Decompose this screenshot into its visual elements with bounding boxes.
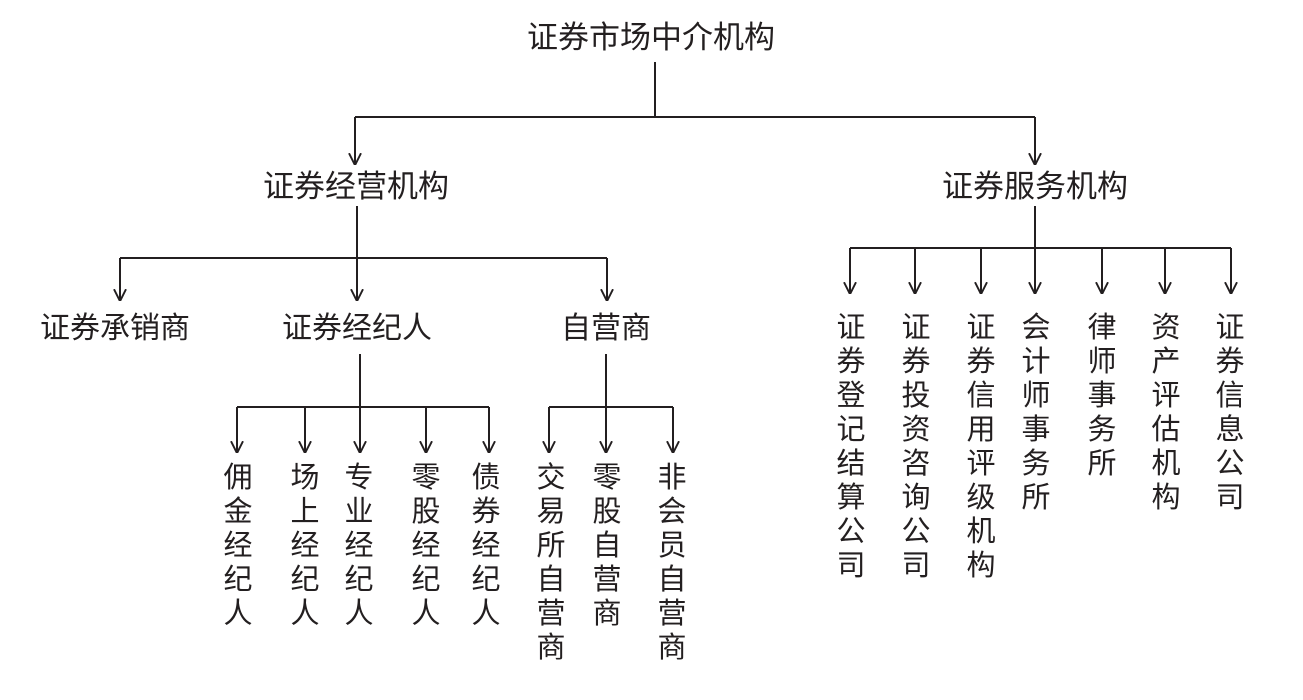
- node-law-firm: 律 师 事 务 所: [1087, 310, 1117, 480]
- node-non-member-dealer: 非 会 员 自 营 商: [657, 460, 687, 664]
- node-broker: 证券经纪人: [282, 311, 432, 346]
- node-root: 证券市场中介机构: [527, 20, 775, 56]
- node-securities-information-company: 证 券 信 息 公 司: [1215, 310, 1245, 514]
- node-floor-broker: 场 上 经 纪 人: [290, 460, 320, 630]
- node-exchange-dealer: 交 易 所 自 营 商: [536, 460, 566, 664]
- node-asset-appraisal-agency: 资 产 评 估 机 构: [1151, 310, 1181, 514]
- node-credit-rating-agency: 证 券 信 用 评 级 机 构: [966, 310, 996, 582]
- node-accounting-firm: 会 计 师 事 务 所: [1021, 310, 1051, 514]
- node-commission-broker: 佣 金 经 纪 人: [223, 460, 253, 630]
- node-underwriter: 证券承销商: [40, 311, 190, 346]
- node-odd-lot-broker: 零 股 经 纪 人: [411, 460, 441, 630]
- node-registration-clearing-company: 证 券 登 记 结 算 公 司: [836, 310, 866, 582]
- node-securities-service-institutions: 证券服务机构: [942, 169, 1128, 205]
- node-odd-lot-dealer: 零 股 自 营 商: [592, 460, 622, 630]
- node-securities-operating-institutions: 证券经营机构: [263, 169, 449, 205]
- node-dealer: 自营商: [561, 311, 651, 346]
- node-bond-broker: 债 券 经 纪 人: [471, 460, 501, 630]
- node-specialist-broker: 专 业 经 纪 人: [344, 460, 374, 630]
- node-investment-consulting-company: 证 券 投 资 咨 询 公 司: [901, 310, 931, 582]
